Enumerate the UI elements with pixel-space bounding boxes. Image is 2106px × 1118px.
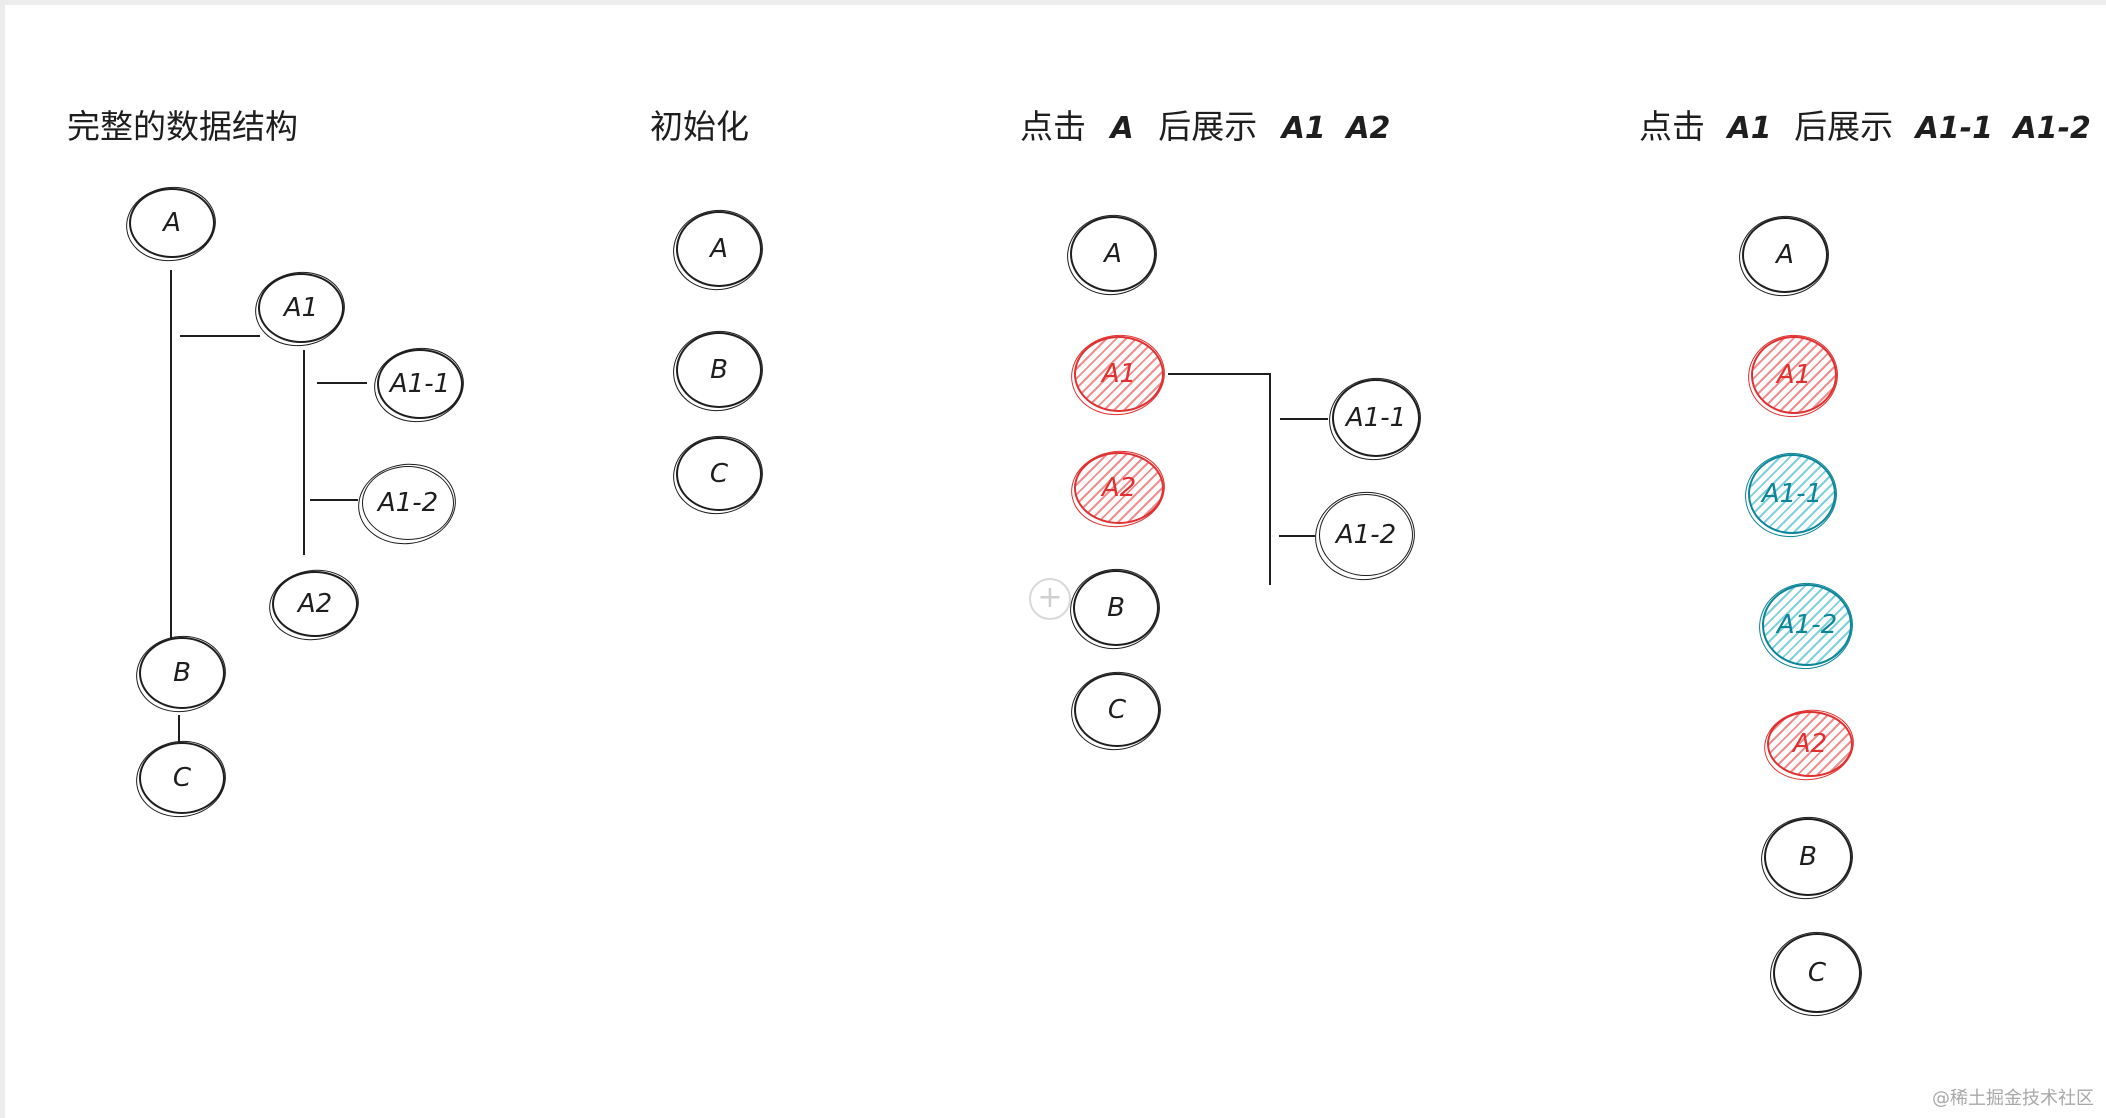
connector-expanded-a1-1 bbox=[1280, 418, 1328, 420]
click-a1-node-c: C bbox=[1773, 933, 1861, 1013]
click-a-node-c: C bbox=[1074, 673, 1160, 747]
title-click-a1-prefix: 点击 bbox=[1639, 107, 1705, 146]
diagram-canvas: 完整的数据结构 初始化 点击 A 后展示 A1 A2 点击 A1 后展示 A1-… bbox=[5, 5, 2106, 1118]
node-a1: A1 bbox=[258, 273, 344, 343]
click-a-node-a: A bbox=[1070, 216, 1156, 292]
title-click-a-shown-2: A2 bbox=[1346, 111, 1391, 146]
connector-expanded-a1-2 bbox=[1279, 535, 1315, 537]
connector-a1-to-a1-1 bbox=[317, 382, 367, 384]
add-icon[interactable]: + bbox=[1029, 578, 1071, 620]
connector-b-to-c bbox=[178, 715, 180, 743]
init-node-b: B bbox=[676, 332, 762, 408]
title-click-a1-shown-2: A1-2 bbox=[2013, 111, 2091, 146]
click-a-node-a2: A2 bbox=[1074, 452, 1164, 524]
init-node-c: C bbox=[676, 437, 762, 511]
node-a1-2: A1-2 bbox=[362, 466, 454, 540]
title-click-a-shown-1: A1 bbox=[1281, 111, 1326, 146]
click-a1-node-a: A bbox=[1742, 217, 1828, 293]
click-a1-node-a2: A2 bbox=[1767, 711, 1853, 777]
watermark: @稀土掘金技术社区 bbox=[1932, 1088, 2094, 1109]
click-a1-node-b: B bbox=[1764, 818, 1852, 896]
click-a1-node-a1: A1 bbox=[1751, 336, 1837, 414]
click-a-node-a1-2: A1-2 bbox=[1319, 494, 1413, 576]
title-click-a: 点击 A 后展示 A1 A2 bbox=[1020, 100, 1390, 148]
node-a: A bbox=[129, 188, 215, 258]
title-click-a-prefix: 点击 bbox=[1020, 107, 1086, 146]
connector-a1-to-a1-2 bbox=[310, 499, 358, 501]
click-a-node-b: B bbox=[1073, 570, 1159, 646]
connector-a-to-a1 bbox=[180, 335, 260, 337]
connector-expanded-a1 bbox=[1168, 373, 1269, 375]
node-b: B bbox=[139, 637, 225, 709]
title-click-a-middle: 后展示 bbox=[1158, 107, 1258, 146]
connector-a-to-b bbox=[170, 270, 172, 640]
init-node-a: A bbox=[676, 211, 762, 287]
title-click-a1-node: A1 bbox=[1727, 111, 1772, 146]
click-a1-node-a1-1: A1-1 bbox=[1748, 454, 1836, 534]
click-a-node-a1: A1 bbox=[1074, 336, 1164, 412]
node-a1-1: A1-1 bbox=[377, 349, 463, 419]
title-click-a1: 点击 A1 后展示 A1-1 A1-2 bbox=[1639, 100, 2091, 148]
click-a1-node-a1-2: A1-2 bbox=[1762, 584, 1852, 666]
connector-expanded-a1-vertical bbox=[1269, 373, 1271, 585]
title-click-a1-middle: 后展示 bbox=[1794, 107, 1894, 146]
node-c: C bbox=[139, 742, 225, 814]
connector-a1-to-a2 bbox=[303, 350, 305, 555]
node-a2: A2 bbox=[272, 571, 358, 637]
title-click-a1-shown-1: A1-1 bbox=[1915, 111, 1994, 146]
click-a-node-a1-1: A1-1 bbox=[1332, 379, 1420, 457]
title-full-structure: 完整的数据结构 bbox=[67, 107, 298, 146]
title-click-a-node: A bbox=[1110, 111, 1134, 146]
title-initial: 初始化 bbox=[650, 107, 749, 146]
